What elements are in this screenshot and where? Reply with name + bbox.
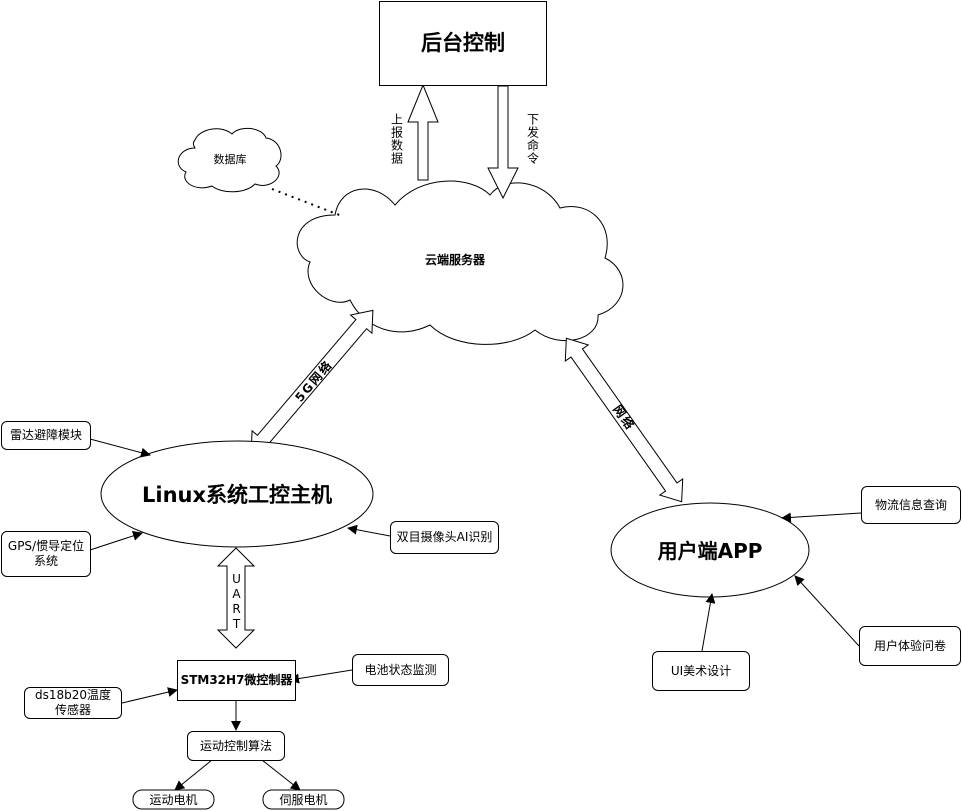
radar-box: 雷达避障模块 xyxy=(1,421,91,450)
network-arrow xyxy=(564,337,684,503)
linux-host-label: Linux系统工控主机 xyxy=(141,482,333,507)
linux-host-ellipse xyxy=(100,440,374,548)
temp-sensor-link xyxy=(121,687,178,704)
database-label: 数据库 xyxy=(213,153,247,167)
cloud-server-label: 云端服务器 xyxy=(424,252,485,267)
logistics-box: 物流信息查询 xyxy=(861,486,961,524)
stm32-box: STM32H7微控制器 xyxy=(177,660,296,701)
motion-motor-shape xyxy=(132,789,215,810)
survey-link xyxy=(794,575,860,647)
battery-box: 电池状态监测 xyxy=(352,654,449,686)
battery-link xyxy=(289,669,353,684)
algo-to-motion-link xyxy=(174,759,213,791)
database-link xyxy=(271,188,343,217)
logistics-link xyxy=(781,512,862,523)
report-data-label: 上报数据 xyxy=(389,113,404,165)
survey-box: 用户体验问卷 xyxy=(859,626,961,666)
survey-label: 用户体验问卷 xyxy=(873,638,946,653)
radar-label: 雷达避障模块 xyxy=(9,428,82,442)
send-command-label: 下发命令 xyxy=(525,113,540,165)
gps-link xyxy=(89,531,143,551)
radar-link xyxy=(89,438,151,458)
ui-design-label: UI美术设计 xyxy=(670,663,732,678)
cloud-server-shape xyxy=(296,180,624,345)
motion-algo-box: 运动控制算法 xyxy=(187,731,285,761)
report-data-arrow xyxy=(407,83,439,181)
ui-design-box: UI美术设计 xyxy=(652,651,750,691)
motion-algo-label: 运动控制算法 xyxy=(199,738,272,753)
logistics-label: 物流信息查询 xyxy=(874,497,947,512)
temp-sensor-label: ds18b20温度传感器 xyxy=(34,688,112,717)
battery-label: 电池状态监测 xyxy=(364,662,437,677)
servo-motor-label: 伺服电机 xyxy=(279,792,328,807)
gps-label: GPS/惯导定位系统 xyxy=(7,539,85,568)
camera-label: 双目摄像头AI识别 xyxy=(396,530,493,544)
user-app-label: 用户端APP xyxy=(657,538,763,563)
backend-control-box: 后台控制 xyxy=(379,1,547,86)
motion-motor-label: 运动电机 xyxy=(149,792,198,807)
camera-box: 双目摄像头AI识别 xyxy=(390,521,499,554)
stm32-label: STM32H7微控制器 xyxy=(180,673,293,687)
algo-to-servo-link xyxy=(261,759,301,791)
servo-motor-shape xyxy=(262,789,345,810)
backend-control-label: 后台控制 xyxy=(421,31,505,56)
camera-link xyxy=(347,524,391,537)
uart-label: UART xyxy=(228,572,244,632)
database-cloud-shape xyxy=(177,127,282,193)
ui-design-link xyxy=(701,593,716,652)
send-command-arrow xyxy=(487,85,519,200)
gps-box: GPS/惯导定位系统 xyxy=(1,531,91,577)
temp-sensor-box: ds18b20温度传感器 xyxy=(24,687,122,719)
